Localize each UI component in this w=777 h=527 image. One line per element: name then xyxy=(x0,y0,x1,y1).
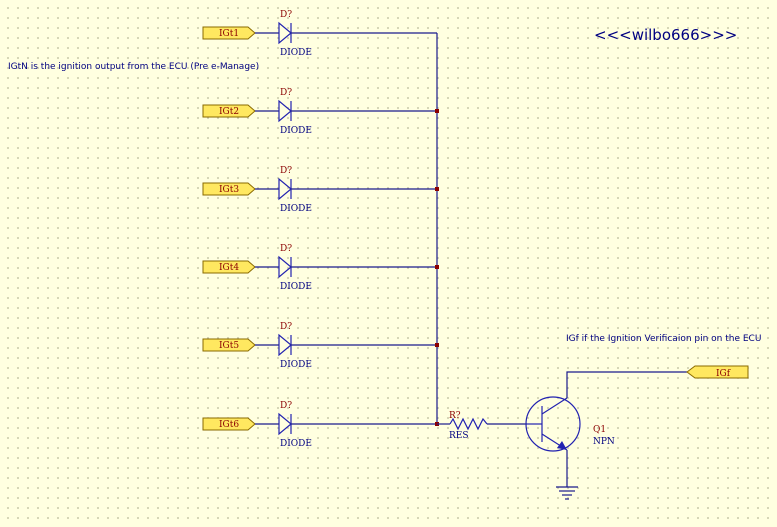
transistor-q1[interactable]: Q1 NPN xyxy=(525,396,615,452)
channel-4: IGt4 D? DIODE xyxy=(202,244,437,292)
port-igt6[interactable]: IGt6 xyxy=(202,417,256,431)
port-label: IGt1 xyxy=(219,29,239,39)
diode-part: DIODE xyxy=(280,126,312,136)
junction-dot xyxy=(435,109,439,113)
port-label: IGt6 xyxy=(219,420,239,430)
port-igt3[interactable]: IGt3 xyxy=(202,182,256,196)
diode-icon xyxy=(278,255,292,279)
resistor-designator: R? xyxy=(449,411,461,421)
channel-5: IGt5 D? DIODE xyxy=(202,322,437,370)
igf-port[interactable]: IGf xyxy=(686,365,749,379)
resistor-r[interactable]: R? RES xyxy=(437,411,527,441)
diode-icon xyxy=(278,333,292,357)
diode[interactable]: D? DIODE xyxy=(278,322,312,370)
diode[interactable]: D? DIODE xyxy=(278,244,312,292)
diode-designator: D? xyxy=(280,88,292,98)
port-label: IGt2 xyxy=(219,107,239,117)
diode-channels: IGt1D?DIODEIGt2D?DIODEIGt3D?DIODEIGt4D?D… xyxy=(202,10,437,449)
diode-part: DIODE xyxy=(280,282,312,292)
ignition-output-note: IGtN is the ignition output from the ECU… xyxy=(8,62,259,72)
diode[interactable]: D? DIODE xyxy=(278,401,312,449)
junction-dot xyxy=(435,343,439,347)
port-igt5[interactable]: IGt5 xyxy=(202,338,256,352)
transistor-body xyxy=(525,396,581,452)
junction-dot xyxy=(435,265,439,269)
port-label: IGt5 xyxy=(219,341,239,351)
transistor-part: NPN xyxy=(593,437,615,447)
resistor-part: RES xyxy=(449,431,469,441)
channel-3: IGt3 D? DIODE xyxy=(202,166,437,214)
channel-1: IGt1 D? DIODE xyxy=(202,10,437,58)
igf-port-label: IGf xyxy=(716,369,731,379)
diode-designator: D? xyxy=(280,322,292,332)
diode-icon xyxy=(278,99,292,123)
diode-designator: D? xyxy=(280,166,292,176)
ground-icon xyxy=(556,486,578,500)
channel-6: IGt6 D? DIODE xyxy=(202,401,437,449)
port-igt1[interactable]: IGt1 xyxy=(202,26,256,40)
diode-part: DIODE xyxy=(280,48,312,58)
diode-designator: D? xyxy=(280,401,292,411)
diode-part: DIODE xyxy=(280,439,312,449)
diode-icon xyxy=(278,21,292,45)
diode-designator: D? xyxy=(280,244,292,254)
channel-2: IGt2 D? DIODE xyxy=(202,88,437,136)
diode[interactable]: D? DIODE xyxy=(278,88,312,136)
port-label: IGt3 xyxy=(219,185,239,195)
diode-part: DIODE xyxy=(280,204,312,214)
port-igt4[interactable]: IGt4 xyxy=(202,260,256,274)
collector-wire xyxy=(566,371,687,398)
diode-icon xyxy=(278,177,292,201)
diode-designator: D? xyxy=(280,10,292,20)
port-label: IGt4 xyxy=(219,263,239,273)
diode-icon xyxy=(278,412,292,436)
diode[interactable]: D? DIODE xyxy=(278,10,312,58)
emitter-arrow-icon xyxy=(557,441,567,450)
transistor-collector-lead xyxy=(541,397,568,415)
diode[interactable]: D? DIODE xyxy=(278,166,312,214)
port-igt2[interactable]: IGt2 xyxy=(202,104,256,118)
igf-note: IGf if the Ignition Verificaion pin on t… xyxy=(566,334,761,344)
diode-part: DIODE xyxy=(280,360,312,370)
watermark: <<<wilbo666>>> xyxy=(594,26,737,44)
transistor-designator: Q1 xyxy=(593,425,606,435)
junction-dot xyxy=(435,187,439,191)
